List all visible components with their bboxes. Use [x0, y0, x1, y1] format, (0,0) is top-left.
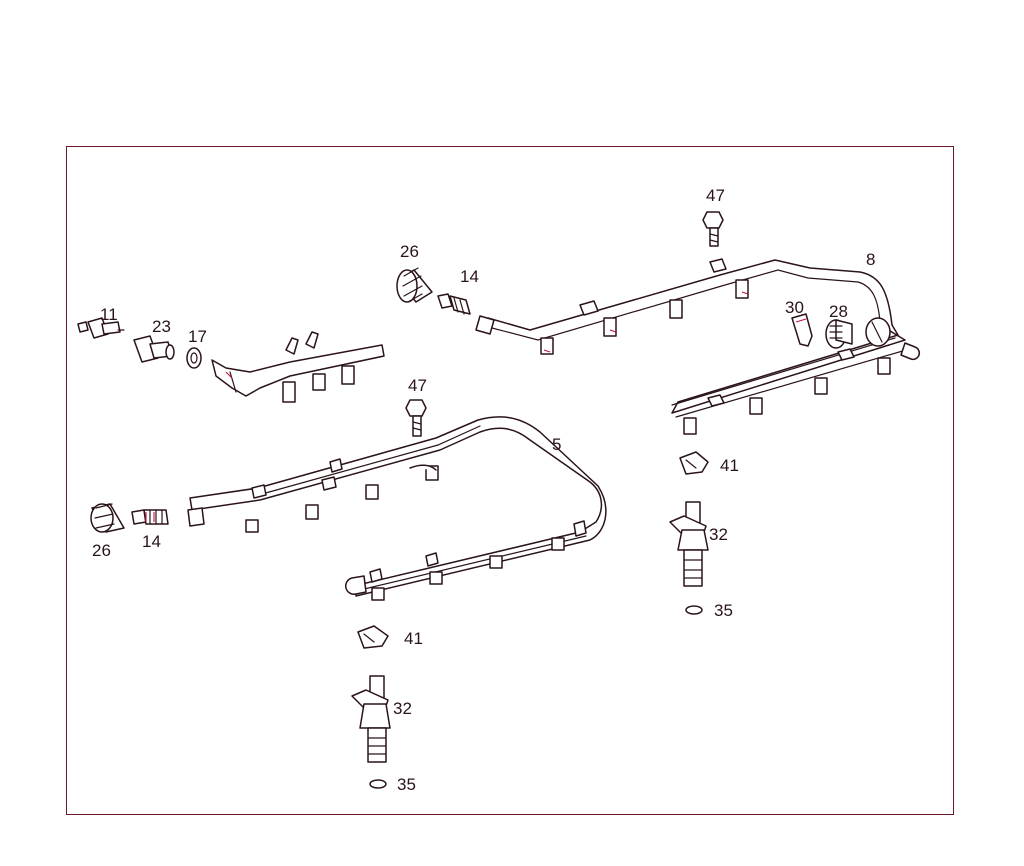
- part-35-oring-upper[interactable]: [685, 605, 703, 615]
- callout-23: 23: [152, 317, 171, 336]
- part-14-valve-upper[interactable]: [437, 293, 471, 315]
- part-41-clip-lower[interactable]: [357, 625, 389, 649]
- part-30-clip[interactable]: [791, 313, 813, 347]
- callout-5: 5: [552, 435, 561, 454]
- callout-47-upper: 47: [706, 186, 725, 205]
- part-32-injector-lower[interactable]: [351, 675, 391, 763]
- callout-32-lower: 32: [393, 699, 412, 718]
- part-35-oring-lower[interactable]: [369, 779, 387, 789]
- callout-26-lower: 26: [92, 541, 111, 560]
- callout-17: 17: [188, 327, 207, 346]
- callout-8: 8: [866, 250, 875, 269]
- callout-47-lower: 47: [408, 376, 427, 395]
- callout-14-upper: 14: [460, 267, 479, 286]
- callout-11: 11: [100, 305, 118, 324]
- callout-32-upper: 32: [709, 525, 728, 544]
- part-14-valve-lower[interactable]: [131, 509, 169, 525]
- callout-35-lower: 35: [397, 775, 416, 794]
- part-28-pressure-damper[interactable]: [825, 317, 891, 349]
- callout-41-upper: 41: [720, 456, 739, 475]
- callout-14-lower: 14: [142, 532, 161, 551]
- part-41-clip-upper[interactable]: [679, 451, 709, 475]
- callout-35-upper: 35: [714, 601, 733, 620]
- callout-28: 28: [829, 302, 848, 321]
- fuel-rail-8[interactable]: [475, 258, 921, 435]
- fuel-rail-5[interactable]: [187, 416, 607, 601]
- callout-30: 30: [785, 298, 804, 317]
- part-47-bolt-upper[interactable]: [702, 211, 724, 247]
- part-17-seal-ring[interactable]: [186, 347, 202, 369]
- callout-26-upper: 26: [400, 242, 419, 261]
- part-11-sensor[interactable]: [77, 317, 125, 339]
- part-26-cap-upper[interactable]: [396, 267, 433, 303]
- part-47-bolt-lower[interactable]: [405, 399, 427, 437]
- diagram-frame: [66, 146, 954, 815]
- fuel-rail-left-section[interactable]: [211, 331, 385, 403]
- part-23-fitting[interactable]: [133, 335, 175, 363]
- part-26-cap-lower[interactable]: [90, 503, 125, 533]
- part-32-injector-upper[interactable]: [669, 501, 709, 587]
- callout-41-lower: 41: [404, 629, 423, 648]
